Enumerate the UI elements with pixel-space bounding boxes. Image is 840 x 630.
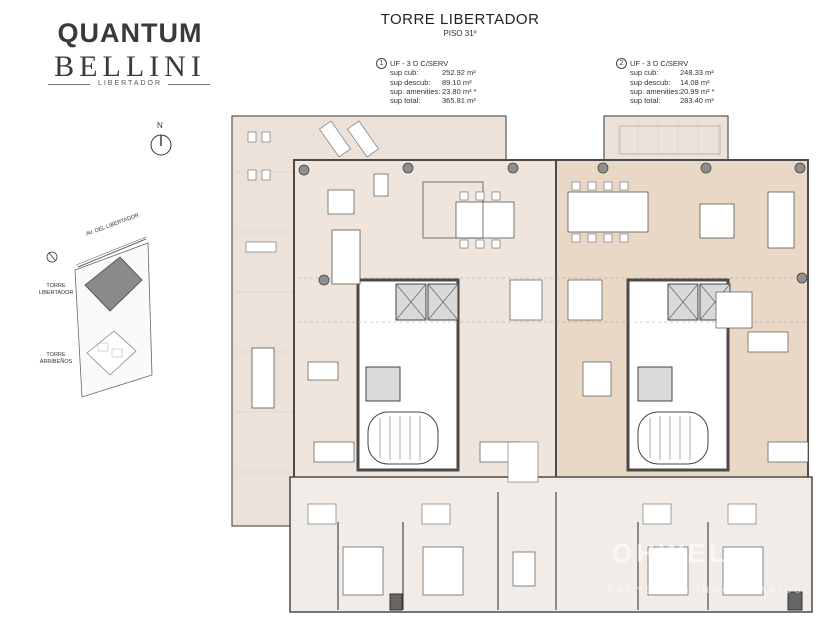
unit-1-row: sup cub:252.92 m²	[390, 68, 476, 78]
shaft-unit-2	[787, 591, 803, 611]
watermark-tagline: PROYECTOS INMOBILIARIOS	[608, 585, 804, 595]
unit-2-number: 2	[616, 58, 627, 69]
site-compass-icon	[46, 251, 58, 263]
unit-1-name: UF - 3 D C/SERV	[390, 59, 449, 68]
unit-2-row: sup total:283.40 m²	[630, 96, 714, 106]
bed-service	[512, 551, 536, 587]
square-table	[699, 203, 735, 239]
brand-logo-quantum: QUANTUM	[57, 18, 203, 48]
elevator-1c	[365, 366, 401, 402]
dining-table-2	[567, 191, 649, 233]
unit-2-name: UF - 3 D C/SERV	[630, 59, 689, 68]
dining-table-3	[331, 229, 361, 285]
site-tower-arribenos	[86, 330, 137, 376]
brand-rule-left	[48, 84, 90, 85]
unit-1-info: 1 UF - 3 D C/SERV sup cub:252.92 m² sup …	[376, 58, 477, 106]
unit-2-row: sup descub:14.08 m²	[630, 77, 710, 87]
elevator-2c	[637, 366, 673, 402]
staircase-2	[637, 411, 709, 465]
site-tower2-label: TORRE ARRIBEÑOS	[39, 352, 73, 365]
unit-2-row: sup cub:248.33 m²	[630, 68, 714, 78]
shaft-unit-1	[389, 593, 403, 611]
unit-1-number: 1	[376, 58, 387, 69]
floor-plan	[231, 115, 813, 613]
unit-1-row: sup descub:89.10 m²	[390, 77, 472, 87]
unit-1-row: sup. amenities:23.80 m² *	[390, 86, 477, 96]
page-title: TORRE LIBERTADOR	[380, 11, 540, 28]
unit-2-info: 2 UF - 3 D C/SERV sup cub:248.33 m² sup …	[616, 58, 715, 106]
dining-table-4	[767, 191, 795, 249]
dining-table-1	[455, 201, 515, 239]
watermark-logo: OHWEL	[612, 538, 729, 568]
unit-2-row: sup. amenities:20.99 m² *	[630, 86, 715, 96]
floor-label: PISO 31º	[443, 29, 477, 38]
compass-north-label: N	[157, 121, 163, 130]
site-tower1-label: TORRE LIBERTADOR	[38, 283, 74, 296]
bed-2	[422, 546, 464, 596]
brand-logo-bellini: BELLINI	[54, 50, 206, 83]
terrace-table	[251, 347, 275, 409]
bed-4	[722, 546, 764, 596]
site-plan	[46, 236, 153, 398]
staircase-1	[367, 411, 439, 465]
terrace-unit-2	[603, 115, 729, 165]
site-tower-libertador	[84, 256, 143, 312]
compass-icon	[150, 134, 172, 156]
unit-1-row: sup total:365.81 m²	[390, 96, 476, 106]
brand-logo-libertador: LIBERTADOR	[97, 80, 163, 87]
brand-rule-right	[168, 84, 210, 85]
bed-3	[647, 546, 689, 596]
bed-1	[342, 546, 384, 596]
